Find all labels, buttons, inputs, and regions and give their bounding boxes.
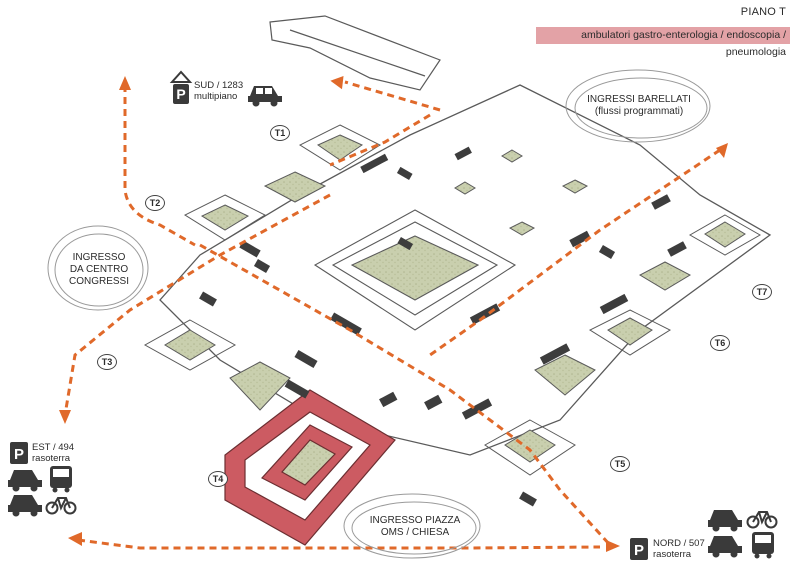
entrance-barellati-line1: INGRESSI BARELLATI	[587, 94, 691, 105]
bus-icon	[50, 466, 72, 493]
tower-label-t4: T4	[208, 471, 228, 487]
svg-text:P: P	[176, 86, 185, 102]
tower-label-t1: T1	[270, 125, 290, 141]
entrance-congressi-line3: CONGRESSI	[68, 276, 129, 287]
tower-label-t6: T6	[710, 335, 730, 351]
parking-nord-icon: P	[630, 538, 648, 560]
entrance-congressi-line2: DA CENTRO	[69, 264, 129, 275]
small-courts	[454, 149, 589, 236]
entrance-barellati-label: INGRESSI BARELLATI (flussi programmati)	[584, 94, 694, 118]
parking-sud-line1: SUD / 1283	[194, 80, 244, 91]
parking-est-line2: rasoterra	[32, 453, 71, 464]
parking-nord-label: NORD / 507 rasoterra	[653, 538, 705, 560]
service-blocks	[199, 146, 687, 507]
parking-est-icon: P	[10, 442, 28, 464]
parking-nord-line1: NORD / 507	[653, 538, 705, 549]
tower-label-t2: T2	[145, 195, 165, 211]
bicycle-icon	[746, 511, 778, 529]
court-t7	[688, 214, 762, 256]
svg-text:P: P	[14, 446, 24, 463]
central-court	[313, 209, 517, 331]
car-icon	[708, 510, 742, 558]
bus-icon	[752, 532, 774, 559]
entrance-barellati-line2: (flussi programmati)	[594, 106, 684, 117]
department-banner: ambulatori gastro-enterologia / endoscop…	[536, 27, 790, 58]
court-t2	[183, 171, 327, 241]
tower-label-t5: T5	[610, 456, 630, 472]
parking-sud-icon: P	[169, 70, 193, 104]
court-t3	[143, 319, 291, 411]
tower-label-t7: T7	[752, 284, 772, 300]
svg-text:P: P	[634, 542, 644, 559]
access-arrows	[63, 80, 721, 550]
parking-sud-line2: multipiano	[194, 91, 238, 102]
parking-nord-line2: rasoterra	[653, 549, 692, 560]
tower-t4-highlight	[224, 389, 396, 546]
parking-est-line1: EST / 494	[32, 442, 75, 453]
tower-label-t3: T3	[97, 354, 117, 370]
entrance-piazza-line2: OMS / CHIESA	[380, 527, 450, 538]
entrance-piazza-label: INGRESSO PIAZZA OMS / CHIESA	[360, 515, 470, 539]
car-icon	[248, 86, 282, 107]
car-icon	[8, 470, 42, 517]
entrance-congressi-label: INGRESSO DA CENTRO CONGRESSI	[58, 252, 140, 288]
entrance-congressi-line1: INGRESSO	[72, 252, 126, 263]
north-wing	[269, 15, 441, 91]
court-t5	[484, 354, 596, 476]
floor-title: PIANO T	[740, 6, 786, 18]
bicycle-icon	[45, 497, 77, 515]
arrow-heads	[59, 75, 728, 552]
parking-sud-label: SUD / 1283 multipiano	[194, 80, 243, 102]
parking-est-label: EST / 494 rasoterra	[32, 442, 74, 464]
entrance-piazza-line1: INGRESSO PIAZZA	[369, 515, 461, 526]
court-t6	[588, 261, 692, 356]
entrance-ovals	[47, 69, 711, 559]
